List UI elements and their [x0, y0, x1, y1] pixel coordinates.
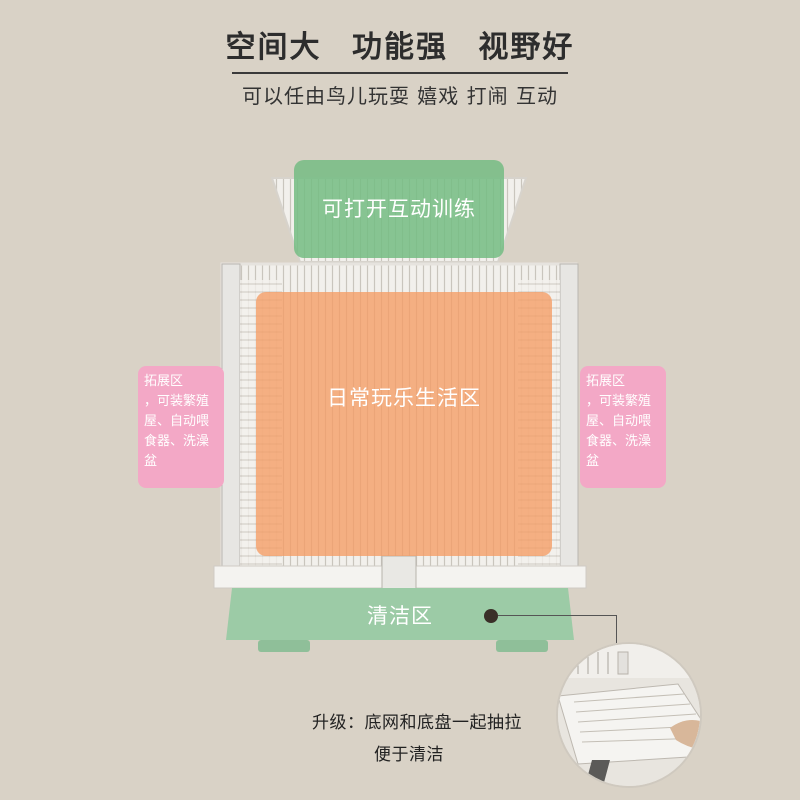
- callout-line-vertical: [616, 615, 617, 643]
- subheadline: 可以任由鸟儿玩耍 嬉戏 打闹 互动: [241, 84, 559, 108]
- upgrade-note-line2: 便于清洁: [374, 745, 444, 765]
- right-extension-label: 拓展区 ，可装繁殖 屋、自动喂 食器、洗澡 盆: [580, 366, 666, 488]
- cage-tray: [226, 588, 574, 640]
- drawer-detail-image: [556, 642, 702, 788]
- top-opening-label: 可打开互动训练: [294, 160, 504, 258]
- headline: 空间大 功能强 视野好: [225, 30, 575, 65]
- headline-divider: [232, 72, 568, 74]
- upgrade-note: 升级：底网和底盘一起抽拉: [312, 713, 522, 733]
- callout-line: [498, 615, 616, 616]
- callout-dot: [484, 609, 498, 623]
- living-area-label: 日常玩乐生活区: [256, 292, 552, 556]
- left-extension-label: 拓展区 ，可装繁殖 屋、自动喂 食器、洗澡 盆: [138, 366, 224, 488]
- cleaning-area-label: 清洁区: [367, 604, 433, 628]
- living-area-text: 日常玩乐生活区: [327, 386, 481, 410]
